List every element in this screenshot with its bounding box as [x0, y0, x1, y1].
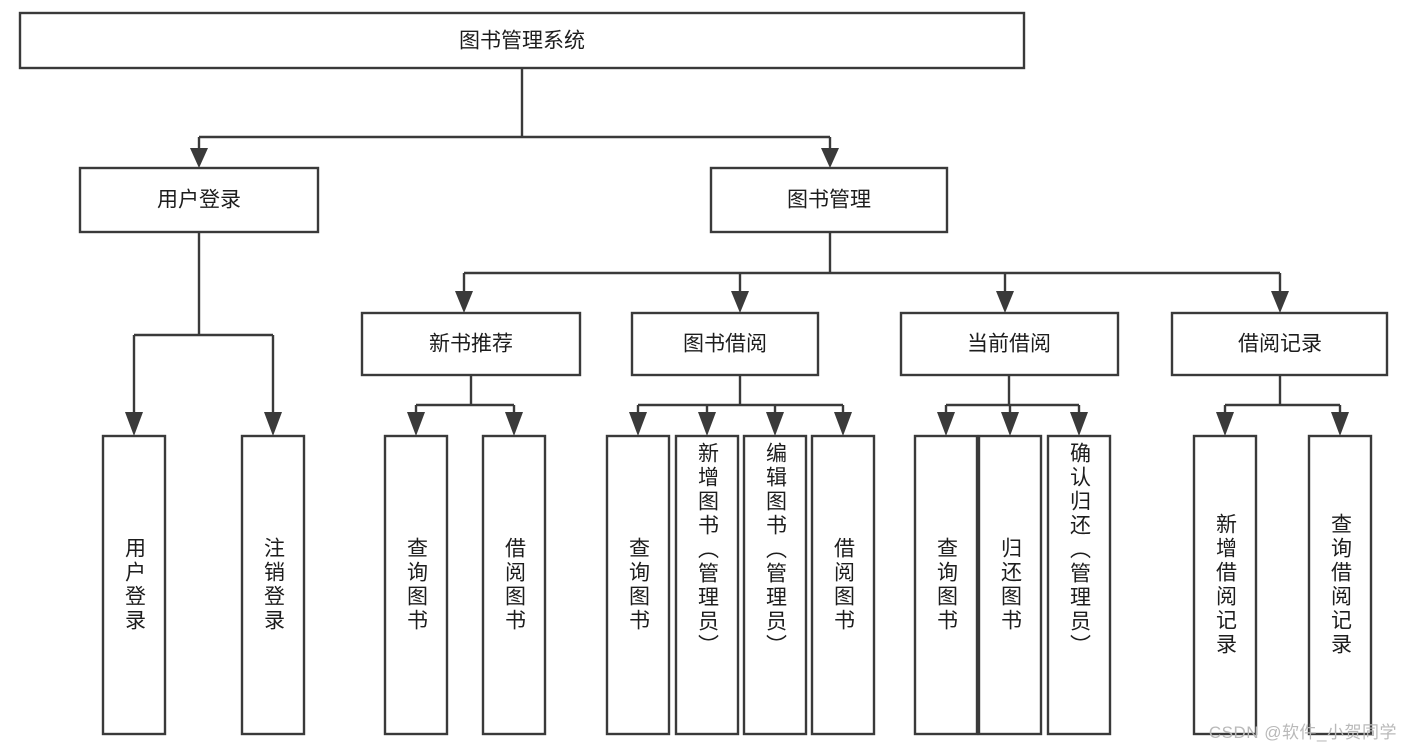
node-new-book-recommend-label: 新书推荐: [429, 333, 513, 356]
arrowhead-book-management: [821, 148, 839, 168]
node-root[interactable]: [18, 11, 1026, 70]
node-book-management-label: 图书管理: [787, 189, 871, 212]
node-leaf-query-book-3[interactable]: [913, 434, 979, 736]
node-borrow-record-label: 借阅记录: [1238, 333, 1322, 356]
node-leaf-query-book-2[interactable]: [605, 434, 671, 736]
node-leaf-logout-login[interactable]: [240, 434, 306, 736]
arrowhead-leaf-query-book-2: [629, 412, 647, 436]
connector-group-root: [190, 68, 839, 168]
arrowhead-current-borrow: [996, 291, 1014, 313]
arrowhead-user-login: [190, 148, 208, 168]
arrowhead-borrow-record: [1271, 291, 1289, 313]
connector-group-borrow-record: [1216, 375, 1349, 436]
arrowhead-new-book-recommend: [455, 291, 473, 313]
node-current-borrow[interactable]: [899, 311, 1120, 377]
arrowhead-leaf-query-book-1: [407, 412, 425, 436]
node-book-borrow[interactable]: [630, 311, 820, 377]
node-borrow-record[interactable]: [1170, 311, 1389, 377]
arrowhead-leaf-borrow-book-1: [505, 412, 523, 436]
arrowhead-leaf-edit-book: [766, 412, 784, 436]
node-new-book-recommend[interactable]: [360, 311, 582, 377]
node-leaf-borrow-book-2[interactable]: [810, 434, 876, 736]
node-leaf-return-book[interactable]: [977, 434, 1043, 736]
arrowhead-leaf-query-book-3: [937, 412, 955, 436]
arrowhead-leaf-query-record: [1331, 412, 1349, 436]
node-leaf-add-record[interactable]: [1192, 434, 1258, 736]
arrowhead-leaf-add-record: [1216, 412, 1234, 436]
node-leaf-edit-book[interactable]: [742, 434, 808, 736]
node-leaf-add-book[interactable]: [674, 434, 740, 736]
node-book-borrow-label: 图书借阅: [683, 333, 767, 356]
node-leaf-user-login[interactable]: [101, 434, 167, 736]
node-leaf-borrow-book-1[interactable]: [481, 434, 547, 736]
node-user-login[interactable]: [78, 166, 320, 234]
arrowhead-leaf-return-book: [1001, 412, 1019, 436]
arrowhead-leaf-add-book: [698, 412, 716, 436]
arrowhead-leaf-confirm-return: [1070, 412, 1088, 436]
arrowhead-leaf-user-login: [125, 412, 143, 436]
connector-group-current-borrow: [937, 375, 1088, 436]
arrowhead-leaf-logout-login: [264, 412, 282, 436]
node-leaf-confirm-return[interactable]: [1046, 434, 1112, 736]
node-current-borrow-label: 当前借阅: [967, 333, 1051, 356]
connector-group-new-book-recommend: [407, 375, 523, 436]
node-root-label: 图书管理系统: [459, 30, 585, 53]
arrowhead-book-borrow: [731, 291, 749, 313]
arrowhead-leaf-borrow-book-2: [834, 412, 852, 436]
node-leaf-query-record[interactable]: [1307, 434, 1373, 736]
connector-group-book-borrow: [629, 375, 852, 436]
connector-group-book-management: [455, 232, 1289, 313]
connector-group-user-login: [125, 232, 282, 436]
node-book-management[interactable]: [709, 166, 949, 234]
node-user-login-label: 用户登录: [157, 189, 241, 212]
node-leaf-query-book-1[interactable]: [383, 434, 449, 736]
